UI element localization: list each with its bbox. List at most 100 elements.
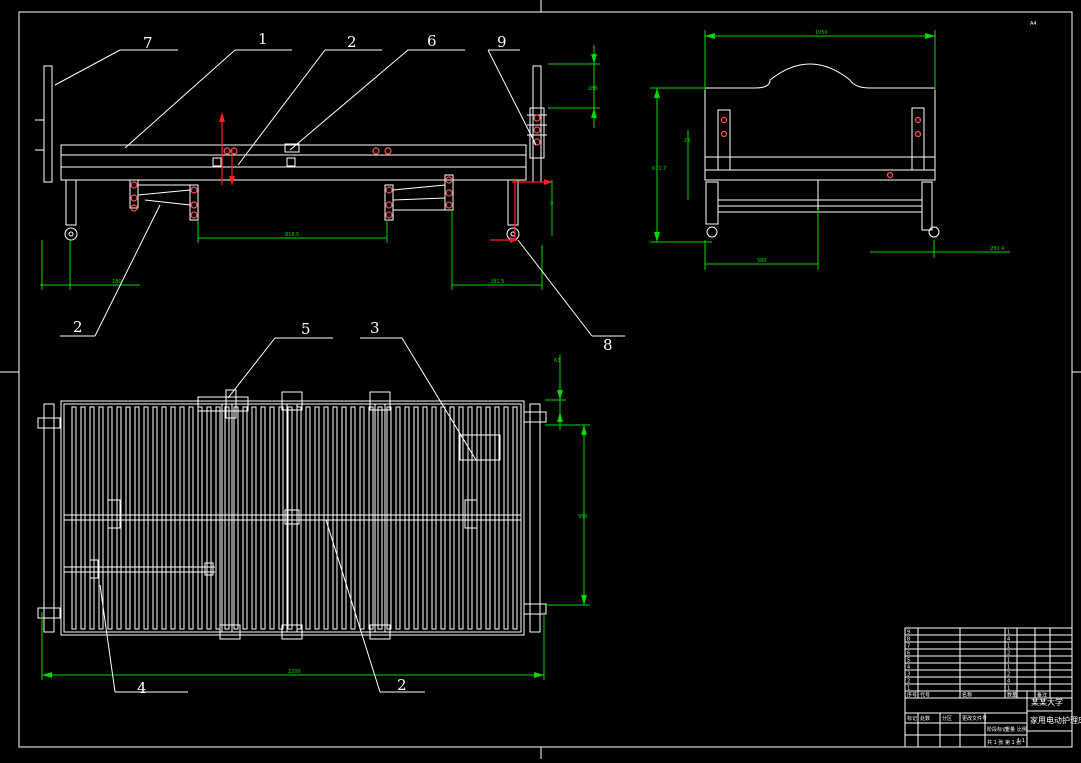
parts-cell: 3 bbox=[907, 672, 910, 678]
dim-end-width: 1050 bbox=[815, 30, 828, 36]
parts-cell: 备注 bbox=[1037, 692, 1047, 699]
callout-2-top: 2 bbox=[347, 33, 357, 51]
callout-3: 3 bbox=[370, 319, 380, 337]
tb-scale: 比例 bbox=[1017, 726, 1027, 733]
slat bbox=[98, 406, 104, 630]
end-view-pins bbox=[720, 116, 922, 179]
slat bbox=[251, 406, 257, 630]
slat bbox=[224, 406, 230, 630]
plan-view: 2200 950 63 bbox=[37, 355, 590, 680]
parts-cell: 4 bbox=[1007, 637, 1010, 643]
dim-end-small: 23 bbox=[684, 138, 690, 144]
plan-view-dimensions: 2200 950 63 bbox=[41, 355, 590, 680]
slat bbox=[332, 406, 338, 630]
parts-cell: 5 bbox=[907, 658, 910, 664]
slat bbox=[116, 406, 122, 630]
tb-stage: 阶段标记 bbox=[987, 726, 1007, 733]
dim-plan-small: 63 bbox=[554, 358, 560, 364]
slat bbox=[476, 406, 482, 630]
slat bbox=[449, 406, 455, 630]
tb-count: 处数 bbox=[920, 715, 930, 722]
slat bbox=[161, 406, 167, 630]
title-drawing-name: 家用电动护理床 bbox=[1030, 715, 1081, 725]
slat bbox=[233, 406, 239, 630]
slat bbox=[485, 406, 491, 630]
dim-side-top-right: 286 bbox=[588, 86, 598, 92]
slat bbox=[467, 406, 473, 630]
slat bbox=[269, 406, 275, 630]
slat bbox=[71, 406, 77, 630]
slat bbox=[368, 406, 374, 630]
slat bbox=[413, 406, 419, 630]
slat bbox=[404, 406, 410, 630]
callout-2-left: 2 bbox=[73, 318, 83, 336]
slat bbox=[206, 406, 212, 630]
slat bbox=[359, 406, 365, 630]
parts-cell: 1 bbox=[1007, 686, 1010, 692]
parts-cell: 名称 bbox=[962, 692, 972, 699]
slat bbox=[386, 406, 392, 630]
slat bbox=[314, 406, 320, 630]
end-view: 1050 671.7 23 580 281.4 bbox=[650, 30, 1010, 270]
sheet-mark: A4 bbox=[1030, 21, 1037, 27]
parts-cell: 7 bbox=[907, 644, 910, 650]
dim-end-right: 281.4 bbox=[990, 246, 1004, 252]
callout-8: 8 bbox=[603, 336, 613, 354]
slat bbox=[188, 406, 194, 630]
slat bbox=[260, 406, 266, 630]
dim-end-height: 671.7 bbox=[652, 166, 666, 172]
slat bbox=[422, 406, 428, 630]
slat bbox=[278, 406, 284, 630]
parts-cell: 1 bbox=[1007, 665, 1010, 671]
dim-side-v: 9 bbox=[550, 201, 553, 207]
parts-cell: 8 bbox=[907, 637, 910, 643]
parts-cell: 代号 bbox=[920, 692, 930, 699]
slat bbox=[170, 406, 176, 630]
callout-9: 9 bbox=[497, 33, 507, 51]
dim-plan-width: 950 bbox=[578, 514, 588, 520]
slat bbox=[494, 406, 500, 630]
callout-6: 6 bbox=[427, 32, 437, 50]
parts-cell: 6 bbox=[907, 651, 910, 657]
slat bbox=[512, 406, 518, 630]
callout-4: 4 bbox=[137, 679, 147, 697]
plan-slats bbox=[71, 406, 518, 630]
coordinate-axes bbox=[219, 112, 553, 243]
tb-zone: 分区 bbox=[942, 715, 952, 722]
slat bbox=[440, 406, 446, 630]
callout-leaders bbox=[54, 49, 625, 693]
slat bbox=[341, 406, 347, 630]
callout-5: 5 bbox=[301, 320, 311, 338]
slat bbox=[134, 406, 140, 630]
slat bbox=[197, 406, 203, 630]
slat bbox=[179, 406, 185, 630]
slat bbox=[89, 406, 95, 630]
slat bbox=[503, 406, 509, 630]
callout-7: 7 bbox=[143, 34, 153, 52]
slat bbox=[323, 406, 329, 630]
parts-cell: 序号 bbox=[907, 692, 917, 699]
slat bbox=[242, 406, 248, 630]
parts-cell: 2 bbox=[1007, 651, 1010, 657]
dim-side-left: 180 bbox=[112, 279, 122, 285]
dim-side-mid: 816.5 bbox=[285, 232, 299, 238]
parts-cell: 1 bbox=[1007, 644, 1010, 650]
tb-change: 更改文件号 bbox=[962, 715, 987, 722]
slat bbox=[458, 406, 464, 630]
slat bbox=[143, 406, 149, 630]
callout-labels: 7 1 2 6 9 2 8 5 3 4 2 bbox=[73, 30, 613, 697]
parts-cell: 4 bbox=[907, 665, 910, 671]
callout-1: 1 bbox=[258, 30, 268, 48]
parts-cell: 1 bbox=[1007, 630, 1010, 636]
parts-cell: 9 bbox=[907, 630, 910, 636]
dim-end-bottom: 580 bbox=[757, 258, 767, 264]
tb-weight: 重量 bbox=[1005, 726, 1015, 733]
slat bbox=[395, 406, 401, 630]
tb-mark: 标记 bbox=[907, 715, 917, 722]
callout-2-bottom: 2 bbox=[397, 676, 407, 694]
